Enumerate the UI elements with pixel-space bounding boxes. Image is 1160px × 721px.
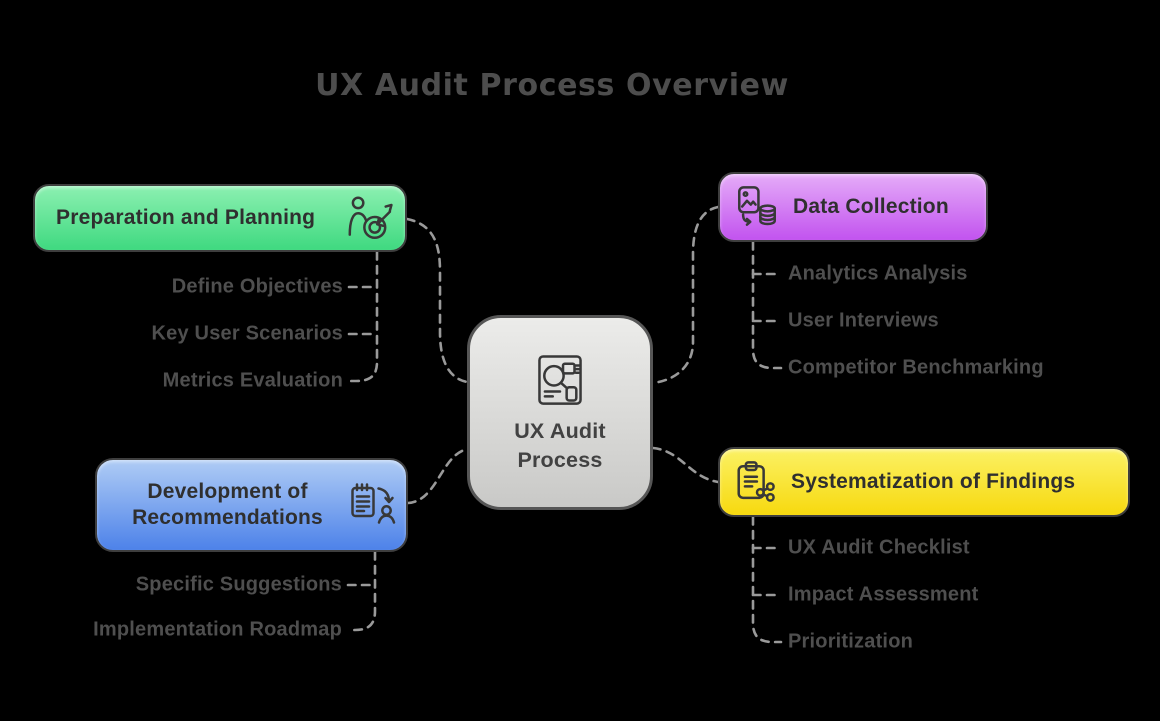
subtopic-implementation-roadmap: Implementation Roadmap bbox=[93, 618, 342, 641]
audit-document-icon bbox=[531, 351, 589, 409]
image-to-database-icon bbox=[734, 184, 780, 230]
trunk-preparation-subtopics bbox=[347, 250, 379, 383]
branch-systematization-label: Systematization of Findings bbox=[791, 470, 1076, 493]
branch-preparation-and-planning: Preparation and Planning bbox=[33, 184, 407, 252]
branch-development-of-recommendations: Development of Recommendations bbox=[95, 458, 408, 552]
central-label-line1: UX Audit bbox=[514, 418, 606, 443]
subtopic-define-objectives: Define Objectives bbox=[171, 275, 343, 298]
notepad-to-person-icon bbox=[348, 481, 396, 529]
subtopic-specific-suggestions: Specific Suggestions bbox=[135, 573, 342, 596]
subtopic-analytics-analysis: Analytics Analysis bbox=[788, 262, 968, 285]
trunk-systematization-subtopics bbox=[751, 515, 783, 644]
branch-data-collection-label: Data Collection bbox=[793, 195, 949, 218]
clipboard-share-icon bbox=[732, 459, 778, 505]
diagram-title: UX Audit Process Overview bbox=[315, 68, 789, 103]
branch-development-label: Development of Recommendations bbox=[132, 479, 323, 529]
subtopic-impact-assessment: Impact Assessment bbox=[788, 583, 979, 606]
central-node-label: UX Audit Process bbox=[514, 417, 606, 475]
subtopic-competitor-benchmarking: Competitor Benchmarking bbox=[788, 356, 1044, 379]
subtopic-key-user-scenarios: Key User Scenarios bbox=[151, 322, 343, 345]
central-node-ux-audit-process: UX Audit Process bbox=[467, 315, 653, 510]
branch-systematization-of-findings: Systematization of Findings bbox=[718, 447, 1130, 517]
branch-data-collection: Data Collection bbox=[718, 172, 988, 242]
branch-preparation-label: Preparation and Planning bbox=[56, 206, 316, 229]
connector-data-collection-to-center bbox=[651, 205, 720, 385]
subtopic-ux-audit-checklist: UX Audit Checklist bbox=[788, 536, 970, 559]
person-target-icon bbox=[343, 193, 393, 243]
subtopic-user-interviews: User Interviews bbox=[788, 309, 939, 332]
connector-preparation-to-center bbox=[405, 217, 469, 384]
subtopic-metrics-evaluation: Metrics Evaluation bbox=[162, 369, 343, 392]
central-label-line2: Process bbox=[517, 447, 603, 472]
trunk-data-collection-subtopics bbox=[751, 240, 783, 370]
connector-development-to-center bbox=[406, 447, 470, 505]
connector-systematization-to-center bbox=[651, 446, 720, 484]
trunk-development-subtopics bbox=[346, 550, 377, 632]
subtopic-prioritization: Prioritization bbox=[788, 630, 914, 653]
